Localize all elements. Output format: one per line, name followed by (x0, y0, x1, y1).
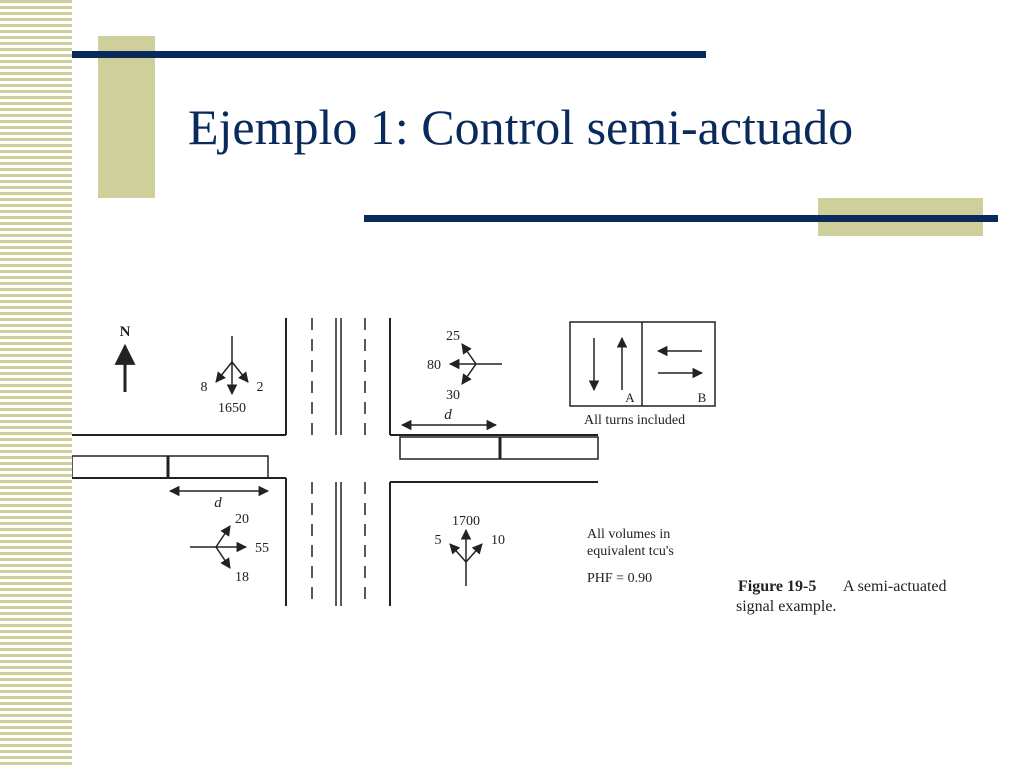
lane-markings (311, 318, 366, 606)
se-through-volume: 1700 (452, 514, 480, 529)
nw-left-volume: 8 (201, 380, 208, 395)
phase-a-label: A (625, 390, 635, 405)
ne-bottom-volume: 30 (446, 388, 460, 403)
title-rule-top (72, 51, 706, 58)
sw-middle-volume: 55 (255, 541, 269, 556)
volumes-note-line2: equivalent tcu's (587, 544, 674, 559)
figure-caption-number: Figure 19-5 (738, 578, 816, 595)
northwest-movement-arrows (215, 336, 249, 396)
nw-right-volume: 2 (257, 380, 264, 395)
detector-west (72, 455, 270, 497)
ne-top-volume: 25 (446, 329, 460, 344)
distance-label-east: d (444, 407, 452, 423)
nw-through-volume: 1650 (218, 401, 246, 416)
northeast-movement-arrows (448, 343, 502, 385)
southwest-movement-arrows (190, 525, 248, 569)
north-arrow: N (114, 324, 136, 392)
volumes-note-line1: All volumes in (587, 527, 670, 542)
slide-title: Ejemplo 1: Control semi-actuado (188, 99, 854, 155)
distance-label-west: d (214, 495, 222, 511)
title-rule-bottom (364, 215, 998, 222)
phase-diagram (569, 321, 716, 407)
southeast-movement-arrows (449, 528, 483, 586)
decorative-stripes (0, 0, 72, 768)
sw-bottom-volume: 18 (235, 570, 249, 585)
figure-caption-line2: signal example. (736, 598, 836, 615)
accent-block-vertical (98, 36, 155, 198)
se-right-volume: 10 (491, 533, 505, 548)
road-edges (72, 318, 598, 606)
detector-east (399, 419, 599, 460)
sw-top-volume: 20 (235, 512, 249, 527)
figure-caption-line1: A semi-actuated (843, 578, 947, 595)
phase-note: All turns included (584, 413, 685, 428)
se-left-volume: 5 (435, 533, 442, 548)
phase-b-label: B (698, 390, 707, 405)
intersection-diagram: d d N 8 2 1650 25 80 30 20 55 18 1700 5 … (72, 318, 947, 615)
north-label: N (120, 324, 131, 340)
ne-middle-volume: 80 (427, 358, 441, 373)
phf-note: PHF = 0.90 (587, 571, 652, 586)
